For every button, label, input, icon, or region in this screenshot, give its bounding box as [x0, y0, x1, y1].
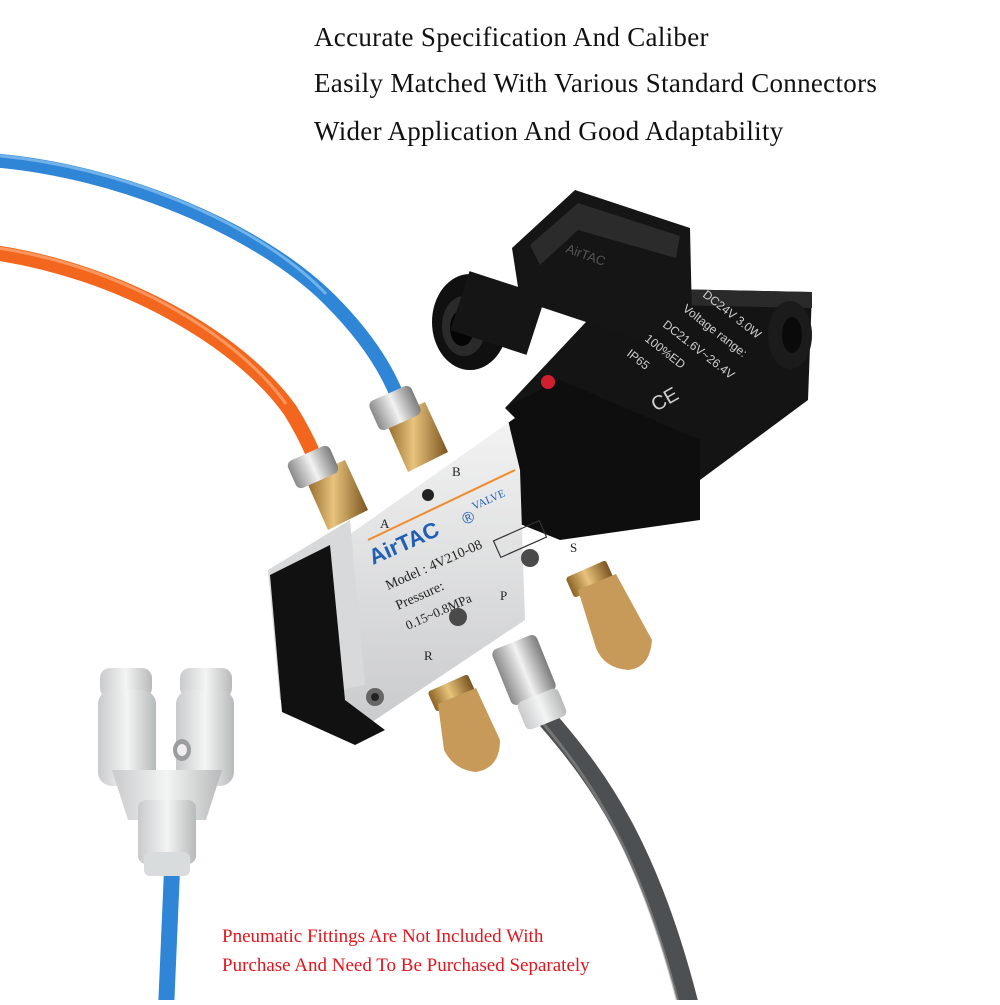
headline-2: Easily Matched With Various Standard Con… — [314, 68, 878, 98]
port-a-label: A — [380, 516, 390, 531]
headline-1: Accurate Specification And Caliber — [314, 22, 709, 52]
valve-body — [268, 408, 548, 745]
fitting-p — [492, 635, 567, 730]
y-fitting — [98, 668, 234, 876]
silencer-r — [428, 674, 500, 772]
fitting-a — [287, 445, 368, 530]
fitting-b — [369, 385, 448, 472]
notice-line-2: Purchase And Need To Be Purchased Separa… — [222, 955, 590, 976]
port-s-label: S — [570, 540, 577, 555]
port-b-label: B — [452, 464, 461, 479]
port-r-label: R — [424, 648, 433, 663]
orange-tube — [0, 245, 334, 498]
headline-3: Wider Application And Good Adaptability — [314, 116, 784, 146]
silencer-s — [566, 560, 652, 670]
blue-tube-bottom — [158, 869, 180, 1005]
solenoid-coil — [505, 288, 812, 540]
notice-line-1: Pneumatic Fittings Are Not Included With — [222, 926, 544, 947]
coil-connector — [432, 190, 692, 370]
gray-tube — [538, 710, 700, 1005]
port-p-label: P — [500, 588, 507, 603]
blue-tube — [0, 153, 412, 427]
